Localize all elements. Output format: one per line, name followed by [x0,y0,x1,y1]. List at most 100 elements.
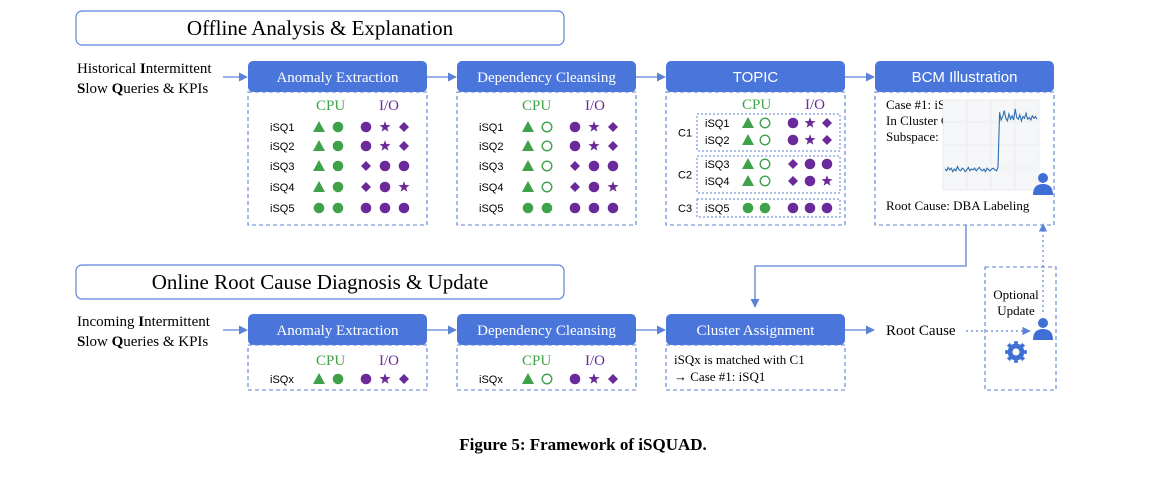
anomaly-io-header: I/O [379,98,399,114]
star-marker [804,117,816,128]
online-section: Online Root Cause Diagnosis & Update Inc… [75,223,1057,391]
cleansing-cpu-header: CPU [522,98,551,114]
triangle-marker [742,175,754,186]
online-cleansing-cpu-header: CPU [522,353,551,369]
diamond-marker [399,141,409,151]
circle-marker [804,158,816,170]
offline-section-title-box [75,10,565,46]
offline-panel-1 [456,91,637,226]
star-marker [588,140,600,151]
triangle-marker [313,160,325,171]
circle-marker [569,140,581,152]
bcm-subspace: Subspace: [886,129,939,144]
circle-marker [607,202,619,214]
diamond-marker [788,176,798,186]
offline-stage-2: TOPIC [666,61,845,92]
online-stage-label: Anomaly Extraction [276,323,399,339]
triangle-marker [522,121,534,132]
circle-marker [332,202,344,214]
circle-marker [821,158,833,170]
offline-stage-3: BCM Illustration [875,61,1054,92]
circle-marker [332,121,344,133]
query-label: iSQ4 [705,176,729,188]
star-marker [821,175,833,186]
online-stage-1: Dependency Cleansing [457,314,636,345]
triangle-marker [313,181,325,192]
open-circle-marker [541,140,553,152]
open-circle-marker [759,175,771,187]
cluster-box [696,155,841,194]
triangle-marker [522,373,534,384]
offline-panel-0 [247,91,428,226]
circle-marker [787,117,799,129]
triangle-marker [313,140,325,151]
cluster-box [696,113,841,152]
circle-marker [804,175,816,187]
query-label: iSQ5 [270,203,294,215]
query-label: iSQ5 [479,203,503,215]
cluster-box [696,198,841,218]
circle-marker [588,202,600,214]
query-label: iSQ3 [479,161,503,173]
circle-marker [588,181,600,193]
diamond-marker [608,141,618,151]
bcm-root-cause: Root Cause: DBA Labeling [886,198,1030,213]
offline-stage-label: Dependency Cleansing [477,70,616,86]
circle-marker [360,373,372,385]
circle-marker [541,202,553,214]
circle-marker [742,202,754,214]
star-marker [379,373,391,384]
circle-marker [588,160,600,172]
query-label: iSQ4 [270,182,294,194]
query-label: iSQ2 [705,135,729,147]
triangle-marker [522,181,534,192]
online-stage-label: Cluster Assignment [697,323,816,339]
user-icon [1033,318,1053,340]
topic-cpu-header: CPU [742,97,771,113]
star-marker [588,373,600,384]
circle-marker [313,202,325,214]
triangle-marker [522,140,534,151]
open-circle-marker [541,121,553,133]
anomaly-cpu-header: CPU [316,98,345,114]
circle-marker [398,160,410,172]
offline-panel-3 [874,91,1055,226]
circle-marker [379,160,391,172]
online-cleansing-io-header: I/O [585,353,605,369]
online-stage-headers: Anomaly Extraction Dependency Cleansing Cl… [248,314,845,345]
bcm-subspace-plot [942,99,1040,191]
online-anomaly-cpu-header: CPU [316,353,345,369]
figure-caption: Figure 5: Framework of iSQUAD. [459,435,707,454]
circle-marker [332,181,344,193]
query-label: iSQ1 [479,122,503,134]
triangle-marker [742,134,754,145]
triangle-marker [742,117,754,128]
circle-marker [332,373,344,385]
optional-update-line2: Update [997,303,1035,318]
offline-section: Offline Analysis & Explanation Historica… [75,10,1055,226]
cluster-label: C2 [678,170,692,182]
gear-icon [1005,341,1027,363]
assignment-case-line: → Case #1: iSQ1 [674,369,765,384]
open-circle-marker [541,373,553,385]
circle-marker [787,134,799,146]
query-label: iSQ1 [705,118,729,130]
diamond-marker [822,118,832,128]
online-stage-box [248,314,427,345]
query-label: iSQ1 [270,122,294,134]
query-label: iSQ3 [270,161,294,173]
circle-marker [360,121,372,133]
offline-stage-1: Dependency Cleansing [457,61,636,92]
diamond-marker [570,182,580,192]
circle-marker [569,373,581,385]
